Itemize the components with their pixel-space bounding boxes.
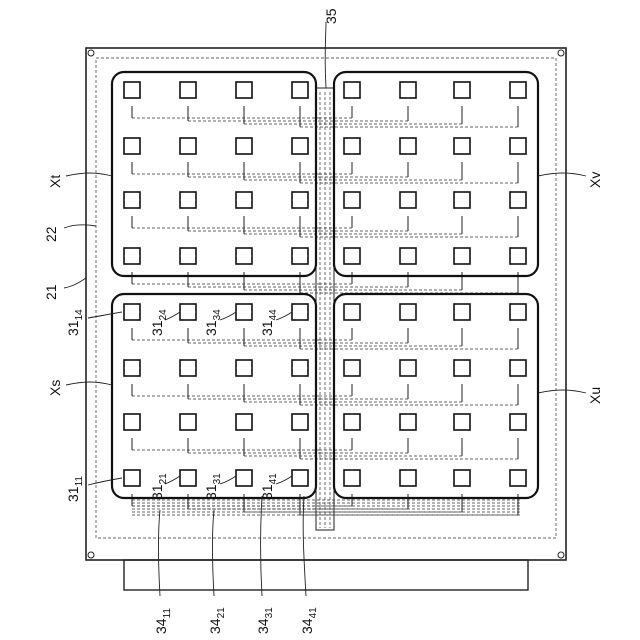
element-square bbox=[292, 248, 308, 264]
element-label: 3111 bbox=[65, 476, 85, 502]
element-square bbox=[510, 360, 526, 376]
element-square bbox=[510, 192, 526, 208]
element-square bbox=[454, 82, 470, 98]
bottom-tab bbox=[124, 560, 528, 590]
element-square bbox=[454, 360, 470, 376]
border-label: 22 bbox=[43, 226, 59, 242]
connector-label: 35 bbox=[323, 8, 339, 24]
element-square bbox=[292, 138, 308, 154]
element-square bbox=[180, 304, 196, 320]
region-block bbox=[334, 72, 538, 276]
element-square bbox=[236, 470, 252, 486]
corner-hole bbox=[88, 50, 94, 56]
element-square bbox=[236, 248, 252, 264]
element-square bbox=[510, 470, 526, 486]
element-square bbox=[400, 304, 416, 320]
region-label-xs: Xs bbox=[47, 380, 63, 396]
element-square bbox=[400, 414, 416, 430]
element-square bbox=[180, 470, 196, 486]
element-square bbox=[400, 138, 416, 154]
wiring-labels: 3411 3421 3431 3441 bbox=[153, 607, 319, 634]
element-label: 3121 bbox=[149, 473, 169, 500]
element-square bbox=[400, 470, 416, 486]
element-square bbox=[344, 138, 360, 154]
element-label: 3134 bbox=[203, 309, 223, 336]
wiring-label: 3411 bbox=[153, 608, 173, 634]
element-square bbox=[180, 248, 196, 264]
substrate-label: 21 bbox=[43, 284, 59, 300]
element-square bbox=[454, 304, 470, 320]
element-square bbox=[180, 360, 196, 376]
element-square bbox=[344, 414, 360, 430]
element-square bbox=[510, 138, 526, 154]
element-square bbox=[344, 192, 360, 208]
element-square bbox=[344, 360, 360, 376]
element-square bbox=[292, 360, 308, 376]
element-square bbox=[180, 82, 196, 98]
element-square bbox=[344, 82, 360, 98]
element-square bbox=[510, 414, 526, 430]
region-label-xv: Xv bbox=[587, 172, 603, 188]
element-square bbox=[236, 138, 252, 154]
center-strip bbox=[316, 88, 334, 530]
element-square bbox=[292, 192, 308, 208]
corner-hole bbox=[558, 50, 564, 56]
element-square bbox=[124, 414, 140, 430]
element-square bbox=[292, 414, 308, 430]
region-label-xu: Xu bbox=[587, 387, 603, 404]
element-square bbox=[124, 248, 140, 264]
region-block bbox=[334, 294, 538, 498]
element-label: 3124 bbox=[149, 309, 169, 336]
element-label: 3141 bbox=[259, 473, 279, 500]
element-square bbox=[236, 414, 252, 430]
element-square bbox=[454, 192, 470, 208]
element-label: 3131 bbox=[203, 473, 223, 500]
element-square bbox=[236, 304, 252, 320]
element-square bbox=[124, 470, 140, 486]
element-square bbox=[454, 248, 470, 264]
element-square bbox=[236, 360, 252, 376]
element-square bbox=[400, 192, 416, 208]
element-square bbox=[236, 192, 252, 208]
element-square bbox=[180, 414, 196, 430]
element-square bbox=[344, 248, 360, 264]
element-square bbox=[292, 304, 308, 320]
element-square bbox=[454, 470, 470, 486]
element-label: 3144 bbox=[259, 309, 279, 336]
wiring-label: 3421 bbox=[207, 607, 227, 634]
element-square bbox=[510, 82, 526, 98]
element-square bbox=[180, 192, 196, 208]
element-square bbox=[292, 82, 308, 98]
element-square bbox=[124, 138, 140, 154]
element-square bbox=[124, 360, 140, 376]
element-square bbox=[124, 192, 140, 208]
element-square bbox=[454, 414, 470, 430]
element-square bbox=[454, 138, 470, 154]
element-square bbox=[510, 304, 526, 320]
element-square bbox=[344, 304, 360, 320]
element-square bbox=[124, 82, 140, 98]
corner-hole bbox=[558, 552, 564, 558]
element-square bbox=[180, 138, 196, 154]
element-label: 3114 bbox=[65, 309, 85, 336]
element-square bbox=[124, 304, 140, 320]
element-square bbox=[400, 82, 416, 98]
wiring-label: 3431 bbox=[255, 607, 275, 634]
element-square bbox=[292, 470, 308, 486]
wiring-label: 3441 bbox=[299, 607, 319, 634]
element-square bbox=[236, 82, 252, 98]
corner-hole bbox=[88, 552, 94, 558]
element-square bbox=[344, 470, 360, 486]
element-square bbox=[400, 360, 416, 376]
element-square bbox=[400, 248, 416, 264]
region-label-xt: Xt bbox=[47, 175, 63, 188]
element-square bbox=[510, 248, 526, 264]
dashed-border bbox=[96, 58, 556, 538]
